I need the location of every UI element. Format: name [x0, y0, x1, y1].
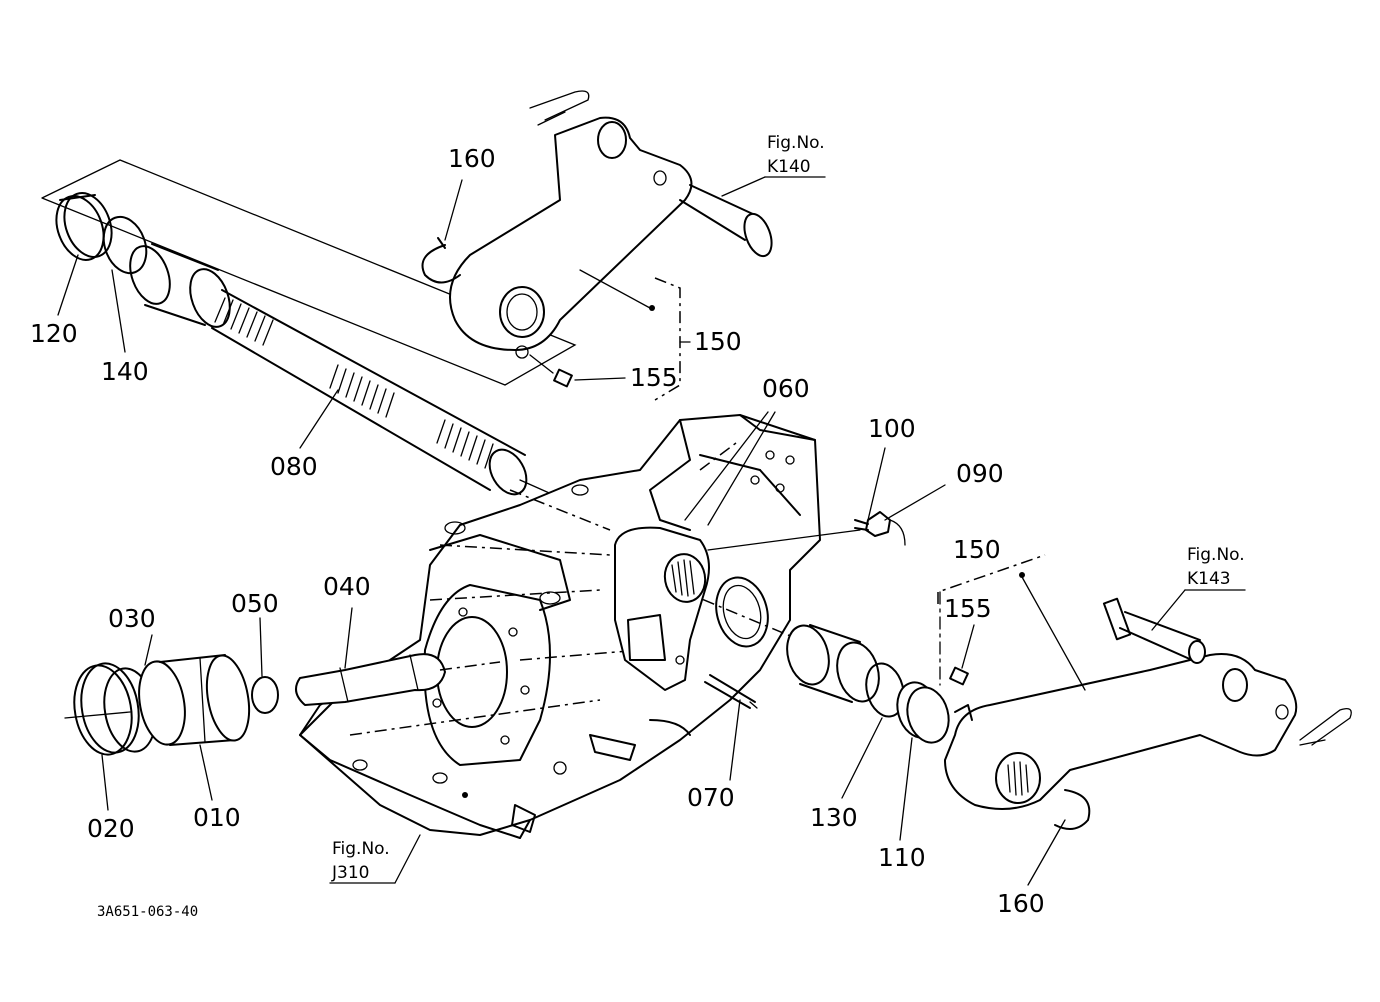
label-100: 100: [868, 414, 916, 443]
arm-060: [614, 526, 758, 709]
ref-j310-line1: Fig.No.: [332, 839, 390, 859]
part-labels: 120 140 080 160 150 155 060 100 090 150 …: [30, 144, 1045, 918]
figure-references: Fig.No. K140 Fig.No. K143 Fig.No. J310: [331, 133, 1245, 883]
label-050: 050: [231, 589, 279, 618]
bolt-090-100: [854, 511, 906, 546]
piston-group: [64, 653, 501, 756]
label-090: 090: [956, 459, 1004, 488]
label-130: 130: [810, 803, 858, 832]
label-150-right: 150: [953, 535, 1001, 564]
label-070: 070: [687, 783, 735, 812]
ref-k140-line2: K140: [767, 157, 811, 177]
label-010: 010: [193, 803, 241, 832]
label-155-right: 155: [944, 594, 992, 623]
leader-lines: [57, 176, 1246, 886]
label-120: 120: [30, 319, 78, 348]
label-110: 110: [878, 843, 926, 872]
drawing-code: 3A651-063-40: [97, 904, 198, 920]
label-160-top: 160: [448, 144, 496, 173]
ref-j310-line2: J310: [331, 863, 369, 883]
label-140: 140: [101, 357, 149, 386]
right-bushing-group: [786, 624, 950, 744]
ref-k143-line1: Fig.No.: [1187, 545, 1245, 565]
label-155-top: 155: [630, 363, 678, 392]
lift-arm-top: [421, 90, 773, 401]
label-080: 080: [270, 452, 318, 481]
label-030: 030: [108, 604, 156, 633]
ref-k143-line2: K143: [1187, 569, 1231, 589]
label-060: 060: [762, 374, 810, 403]
label-160-bottom: 160: [997, 889, 1045, 918]
lift-arm-right: [937, 554, 1352, 830]
ref-k140-line1: Fig.No.: [767, 133, 825, 153]
label-020: 020: [87, 814, 135, 843]
shaft-group-top: [41, 159, 577, 501]
label-040: 040: [323, 572, 371, 601]
lift-housing: [299, 414, 821, 839]
label-150-top: 150: [694, 327, 742, 356]
